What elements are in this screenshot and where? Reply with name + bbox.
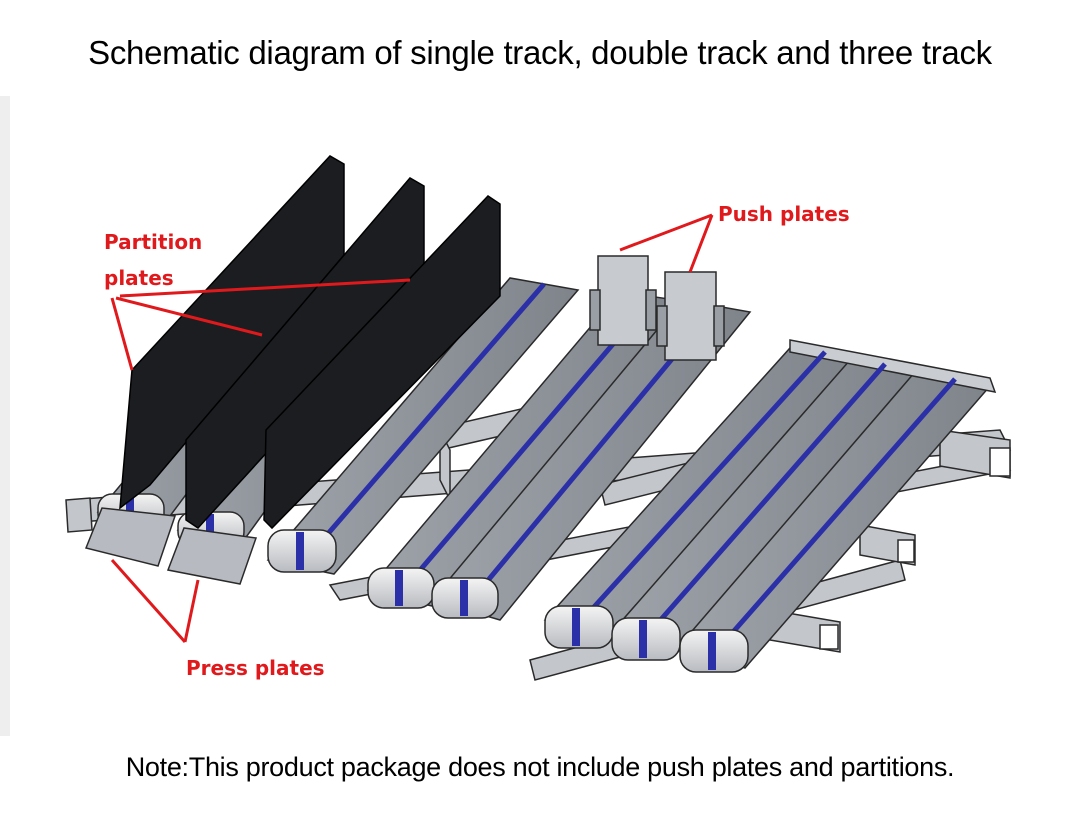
push-plate <box>656 271 725 361</box>
partition-plates <box>119 155 501 530</box>
partition-leader-3 <box>119 278 411 298</box>
press-plates-label: Press plates <box>186 656 325 680</box>
diagram-title: Schematic diagram of single track, doubl… <box>88 34 992 71</box>
press-leader-2 <box>183 579 200 643</box>
partition-label-line-1: Partition <box>104 230 203 254</box>
partition-label-line-2: plates <box>104 266 174 290</box>
push-leader-1 <box>619 213 713 252</box>
partition-leader-1 <box>110 297 134 371</box>
annotation-leaders <box>110 213 714 643</box>
push-plates-label: Push plates <box>718 202 850 226</box>
double-track-conveyor <box>366 255 752 621</box>
partition-plates-label: Partition plates <box>104 224 202 296</box>
press-leader-1 <box>110 559 187 643</box>
image-border-strip <box>0 96 10 736</box>
partition-leader-2 <box>115 296 263 337</box>
push-plate <box>589 255 657 346</box>
package-note: Note:This product package does not inclu… <box>125 752 955 782</box>
partition-plate <box>263 195 501 530</box>
three-track-conveyor <box>543 339 997 673</box>
frame-end-left <box>65 497 93 533</box>
push-leader-2 <box>688 214 714 273</box>
press-plate <box>166 527 258 585</box>
press-plate <box>84 507 177 567</box>
